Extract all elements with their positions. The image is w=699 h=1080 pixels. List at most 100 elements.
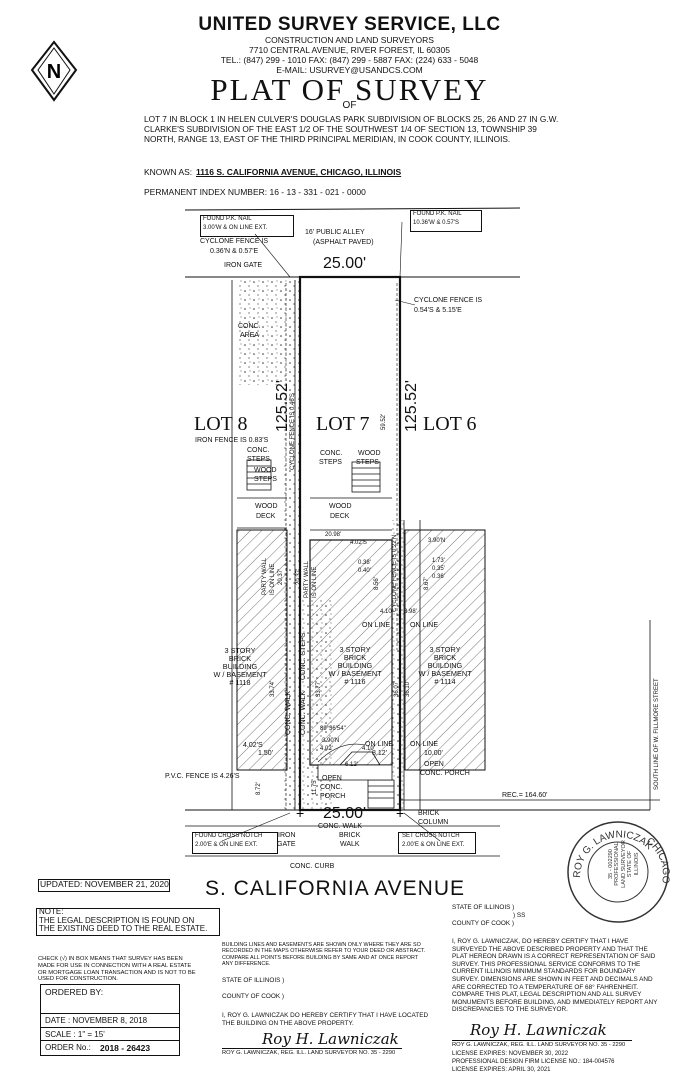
on-line-4: ON LINE — [410, 741, 439, 748]
conc-area-label-2: AREA — [240, 332, 260, 339]
dim-856: 8.56' — [374, 577, 380, 590]
found-pk-nail-left-offset: 3.00'W & ON LINE EXT. — [203, 225, 268, 231]
dim-812: 8.12' — [372, 750, 387, 757]
on-line-1: ON LINE — [362, 622, 391, 629]
set-cross-notch-offset: 2.00'E & ON LINE EXT. — [402, 842, 465, 848]
company-subtitle: CONSTRUCTION AND LAND SURVEYORS — [265, 35, 434, 45]
cyclone-fence-nw: CYCLONE FENCE IS — [200, 238, 269, 245]
dim-59-52: 59.52' — [381, 413, 387, 430]
open-porch-left: OPEN — [322, 775, 342, 782]
building-1114-label: 3 STORY BRICK BUILDING W / BASEMENT # 11… — [418, 645, 472, 686]
state-illinois-2: STATE OF ILLINOIS ) — [452, 904, 515, 911]
dim-3-90n: 3.90'N — [428, 538, 446, 544]
county-cook-2: COUNTY OF COOK ) — [452, 920, 515, 927]
wood-deck-left-2: DECK — [256, 513, 276, 520]
on-line-3: ON LINE — [365, 741, 394, 748]
found-cross-notch: FOUND CROSS NOTCH — [195, 833, 263, 839]
company-email: E-MAIL: USURVEY@USANDCS.COM — [276, 65, 423, 75]
surveyor-certification: I, ROY G. LAWNICZAK, DO HEREBY CERTIFY T… — [452, 938, 658, 1014]
design-firm-license: PROFESSIONAL DESIGN FIRM LICENSE NO.: 18… — [452, 1059, 615, 1065]
open-porch-middle — [317, 764, 393, 781]
dim-4-02s: 4.02'S — [350, 540, 367, 546]
conc-steps-left-2: STEPS — [247, 456, 270, 463]
dim-1175: 11.75' — [312, 779, 318, 795]
legal-description: LOT 7 IN BLOCK 1 IN HELEN CULVER'S DOUGL… — [144, 114, 559, 144]
angle-label: 89°36'54" — [320, 726, 346, 732]
conc-steps-vertical: CONC. STEPS — [300, 632, 307, 680]
dim-173: 1.73' — [432, 558, 445, 564]
conc-walk-vertical-2: CONC. WALK — [300, 690, 307, 735]
party-wall-2: PARTY WALL — [304, 560, 310, 598]
conc-area-label: CONC. — [238, 323, 261, 330]
dim-410: 4.10' — [380, 609, 393, 615]
dim-036: 0.36' — [432, 574, 445, 580]
dim-035: 0.35' — [432, 566, 445, 572]
brick-column-2: COLUMN — [418, 819, 449, 826]
building-lines-note: BUILDING LINES AND EASEMENTS ARE SHOWN O… — [222, 942, 426, 968]
party-wall-2-dim: 20.37' — [296, 568, 302, 585]
dim-3377: 33.77' — [316, 680, 322, 697]
permanent-index-number: PERMANENT INDEX NUMBER: 16 - 13 - 331 - … — [144, 187, 366, 197]
corner-mark-se: + — [396, 805, 404, 821]
conc-walk-vertical-1: CONC. WALK — [285, 690, 292, 735]
cyclone-fence-046: CYCLONE FENCE IS 0.46'S — [290, 393, 296, 470]
party-wall-2-online: IS ON LINE — [312, 566, 318, 598]
building-1116 — [309, 539, 393, 766]
wood-steps-middle-2: STEPS — [356, 459, 379, 466]
public-alley: 16' PUBLIC ALLEY — [305, 229, 365, 236]
wood-deck-left: WOOD — [255, 503, 278, 510]
pvc-fence: P.V.C. FENCE IS 4.26'S — [165, 773, 240, 780]
wood-steps-left: WOOD — [254, 467, 277, 474]
county-cook-1: COUNTY OF COOK ) — [222, 993, 285, 1000]
party-wall-1-online: IS ON LINE — [270, 563, 276, 595]
fillmore-street-line: SOUTH LINE OF W. FILLMORE STREET — [654, 678, 660, 790]
lot-6-label: LOT 6 — [423, 413, 477, 435]
company-address: 7710 CENTRAL AVENUE, RIVER FOREST, IL 60… — [249, 45, 450, 55]
conc-curb: CONC. CURB — [290, 863, 335, 870]
design-firm-expires: LICENSE EXPIRES: APRIL 30, 2021 — [452, 1067, 551, 1073]
updated-date: UPDATED: NOVEMBER 21, 2020 — [40, 879, 169, 889]
company-name: UNITED SURVEY SERVICE, LLC — [198, 14, 501, 35]
dim-390n-b: 3.90'N — [322, 738, 340, 744]
open-porch-left-3: PORCH — [320, 793, 346, 800]
signature-line-1: ROY G. LAWNICZAK, REG. ILL. LAND SURVEYO… — [222, 1050, 396, 1056]
signature-1: Roy H. Lawniczak — [262, 1030, 399, 1048]
conc-steps-left: CONC. — [247, 447, 270, 454]
dim-872: 8.72' — [256, 782, 262, 795]
order-scale: SCALE : 1" = 15' — [45, 1030, 105, 1039]
dim-398: 3.98' — [404, 609, 417, 615]
party-wall-1-dim: 20.37' — [278, 568, 284, 585]
found-pk-nail-right-offset: 10.36'W & 0.57'S — [413, 220, 459, 226]
dim-612: 6.12' — [345, 762, 358, 768]
title-of: OF — [342, 100, 357, 111]
brick-walk: BRICK — [339, 832, 361, 839]
iron-gate-bottom-2: GATE — [277, 841, 296, 848]
cyclone-fence-ne: CYCLONE FENCE IS — [414, 297, 483, 304]
license-expires: LICENSE EXPIRES: NOVEMBER 30, 2022 — [452, 1051, 569, 1057]
top-dimension: 25.00' — [323, 255, 367, 272]
wood-steps-middle: WOOD — [358, 450, 381, 457]
dim-3607: 36.07' — [394, 680, 400, 697]
party-wall-1: PARTY WALL — [262, 557, 268, 595]
wood-deck-middle-2: DECK — [330, 513, 350, 520]
check-box-note: CHECK (√) IN BOX MEANS THAT SURVEY HAS B… — [38, 956, 196, 983]
company-phones: TEL.: (847) 299 - 1010 FAX: (847) 299 - … — [220, 55, 479, 65]
seal-inner-text: 35 - 002290 PROFESSIONAL LAND SURVEYOR S… — [607, 840, 640, 888]
cyclone-fence-ne-offset: 0.54'S & 5.15'E — [414, 307, 462, 314]
conc-steps-front — [367, 779, 395, 809]
plat-drawing: + + — [184, 207, 660, 857]
dim-402s-b: 4.02'S — [243, 742, 263, 749]
conc-area-left — [237, 280, 282, 385]
brick-column: BRICK — [418, 810, 440, 817]
open-porch-left-2: CONC. — [320, 784, 343, 791]
dim-038: 0.38' — [358, 560, 371, 566]
lot-8-label: LOT 8 — [194, 413, 248, 435]
rec-dimension: REC.= 164.60' — [502, 792, 548, 799]
dim-1000: 10.00' — [424, 750, 443, 757]
building-1118-label: 3 STORY BRICK BUILDING W / BASEMENT # 11… — [213, 646, 267, 687]
iron-gate-bottom: IRON — [278, 832, 296, 839]
order-date: DATE : NOVEMBER 8, 2018 — [45, 1016, 148, 1025]
dim-867: 8.67' — [424, 577, 430, 590]
signature-line-2: ROY G. LAWNICZAK, REG. ILL. LAND SURVEYO… — [452, 1042, 626, 1048]
north-letter: N — [47, 61, 61, 83]
